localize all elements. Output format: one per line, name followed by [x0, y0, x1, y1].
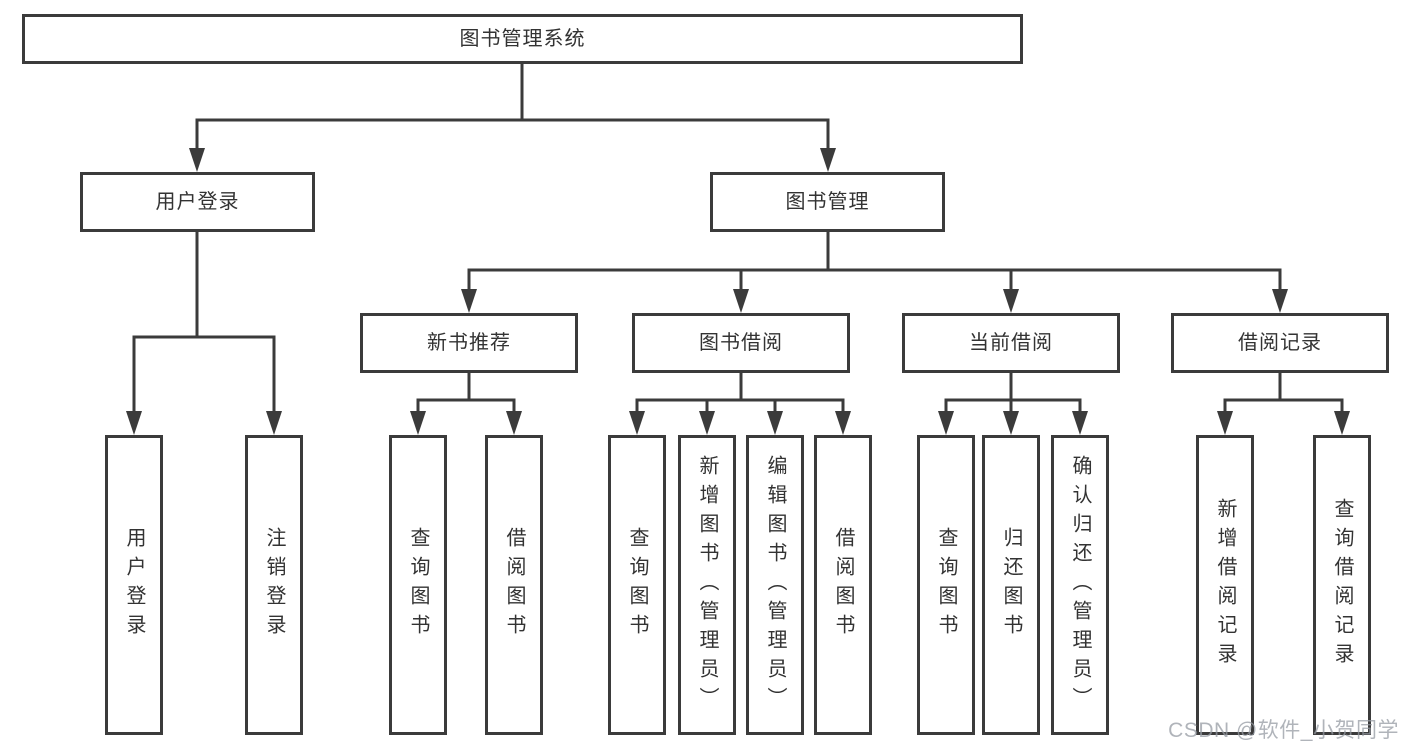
leaf-add-borrow-record: 新增借阅记录	[1196, 435, 1254, 735]
leaf-borrow-books-borrow: 借阅图书	[814, 435, 872, 735]
leaf-confirm-return-admin: 确认归还（管理员）	[1051, 435, 1109, 735]
node-label: 图书管理	[785, 191, 870, 213]
node-label: 注销登录	[263, 527, 285, 643]
leaf-query-books-borrow: 查询图书	[608, 435, 666, 735]
node-label: 新增借阅记录	[1214, 498, 1236, 672]
node-label: 查询借阅记录	[1331, 498, 1353, 672]
node-label: 查询图书	[935, 527, 957, 643]
node-label: 当前借阅	[969, 332, 1053, 354]
leaf-query-books-recommend: 查询图书	[389, 435, 447, 735]
leaf-add-book-admin: 新增图书（管理员）	[678, 435, 736, 735]
leaf-logout: 注销登录	[245, 435, 303, 735]
csdn-watermark: CSDN @软件_小贺同学	[1168, 719, 1399, 742]
node-label: 查询图书	[626, 527, 648, 643]
node-new-book-recommend: 新书推荐	[360, 313, 578, 373]
node-current-borrow: 当前借阅	[902, 313, 1120, 373]
connector-bookmgmt-to-level3	[467, 230, 1282, 293]
node-label: 借阅图书	[832, 527, 854, 643]
leaf-query-books-current: 查询图书	[917, 435, 975, 735]
node-label: 借阅图书	[503, 527, 525, 643]
connector-bookborrow-to-leaves	[635, 371, 845, 415]
node-borrow-records: 借阅记录	[1171, 313, 1389, 373]
connector-root-to-level2	[195, 61, 830, 152]
connector-records-to-leaves	[1223, 371, 1344, 415]
node-label: 编辑图书（管理员）	[764, 454, 786, 716]
leaf-query-borrow-record: 查询借阅记录	[1313, 435, 1371, 735]
leaf-edit-book-admin: 编辑图书（管理员）	[746, 435, 804, 735]
connector-userlogin-to-leaves	[132, 230, 276, 415]
leaf-user-login: 用户登录	[105, 435, 163, 735]
node-book-management: 图书管理	[710, 172, 945, 232]
node-label: 图书借阅	[699, 332, 783, 354]
node-label: 新增图书（管理员）	[696, 454, 718, 716]
node-user-login: 用户登录	[80, 172, 315, 232]
node-label: 用户登录	[155, 191, 240, 213]
node-label: 归还图书	[1000, 527, 1022, 643]
leaf-return-book: 归还图书	[982, 435, 1040, 735]
node-label: 确认归还（管理员）	[1069, 454, 1091, 716]
node-label: 查询图书	[407, 527, 429, 643]
node-label: 用户登录	[123, 527, 145, 643]
leaf-borrow-books-recommend: 借阅图书	[485, 435, 543, 735]
node-book-borrow: 图书借阅	[632, 313, 850, 373]
connector-currentborrow-to-leaves	[944, 371, 1082, 415]
node-label: 图书管理系统	[459, 28, 586, 50]
connector-newbook-to-leaves	[416, 371, 516, 415]
node-library-management-system: 图书管理系统	[22, 14, 1023, 64]
node-label: 新书推荐	[427, 332, 511, 354]
node-label: 借阅记录	[1238, 332, 1322, 354]
